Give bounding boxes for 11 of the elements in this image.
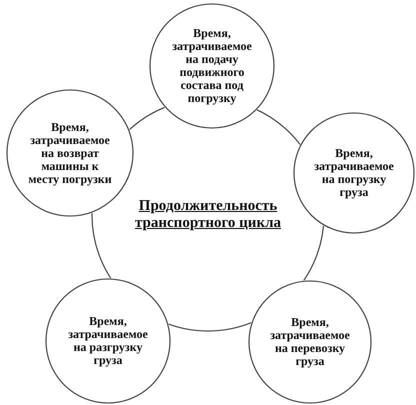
stage-text: Время, затрачиваемое на перевозку груза bbox=[269, 316, 351, 368]
stage-text: Время, затрачиваемое на подачу подвижного состава под погрузку bbox=[171, 27, 253, 105]
stage-circle bbox=[45, 278, 171, 404]
stage-circle bbox=[293, 112, 415, 234]
stage-text: Время, затрачиваемое на погрузку груза bbox=[313, 147, 395, 199]
stage-text: Время, затрачиваемое на разгрузку груза bbox=[67, 315, 149, 367]
stage-circle bbox=[248, 280, 372, 404]
stage-circle bbox=[149, 3, 275, 129]
cycle-title: Продолжительность транспортного цикла bbox=[134, 198, 282, 232]
stage-text: Время, затрачиваемое на возврат машины к месту погрузки bbox=[27, 120, 113, 186]
stage-circle bbox=[6, 89, 134, 217]
